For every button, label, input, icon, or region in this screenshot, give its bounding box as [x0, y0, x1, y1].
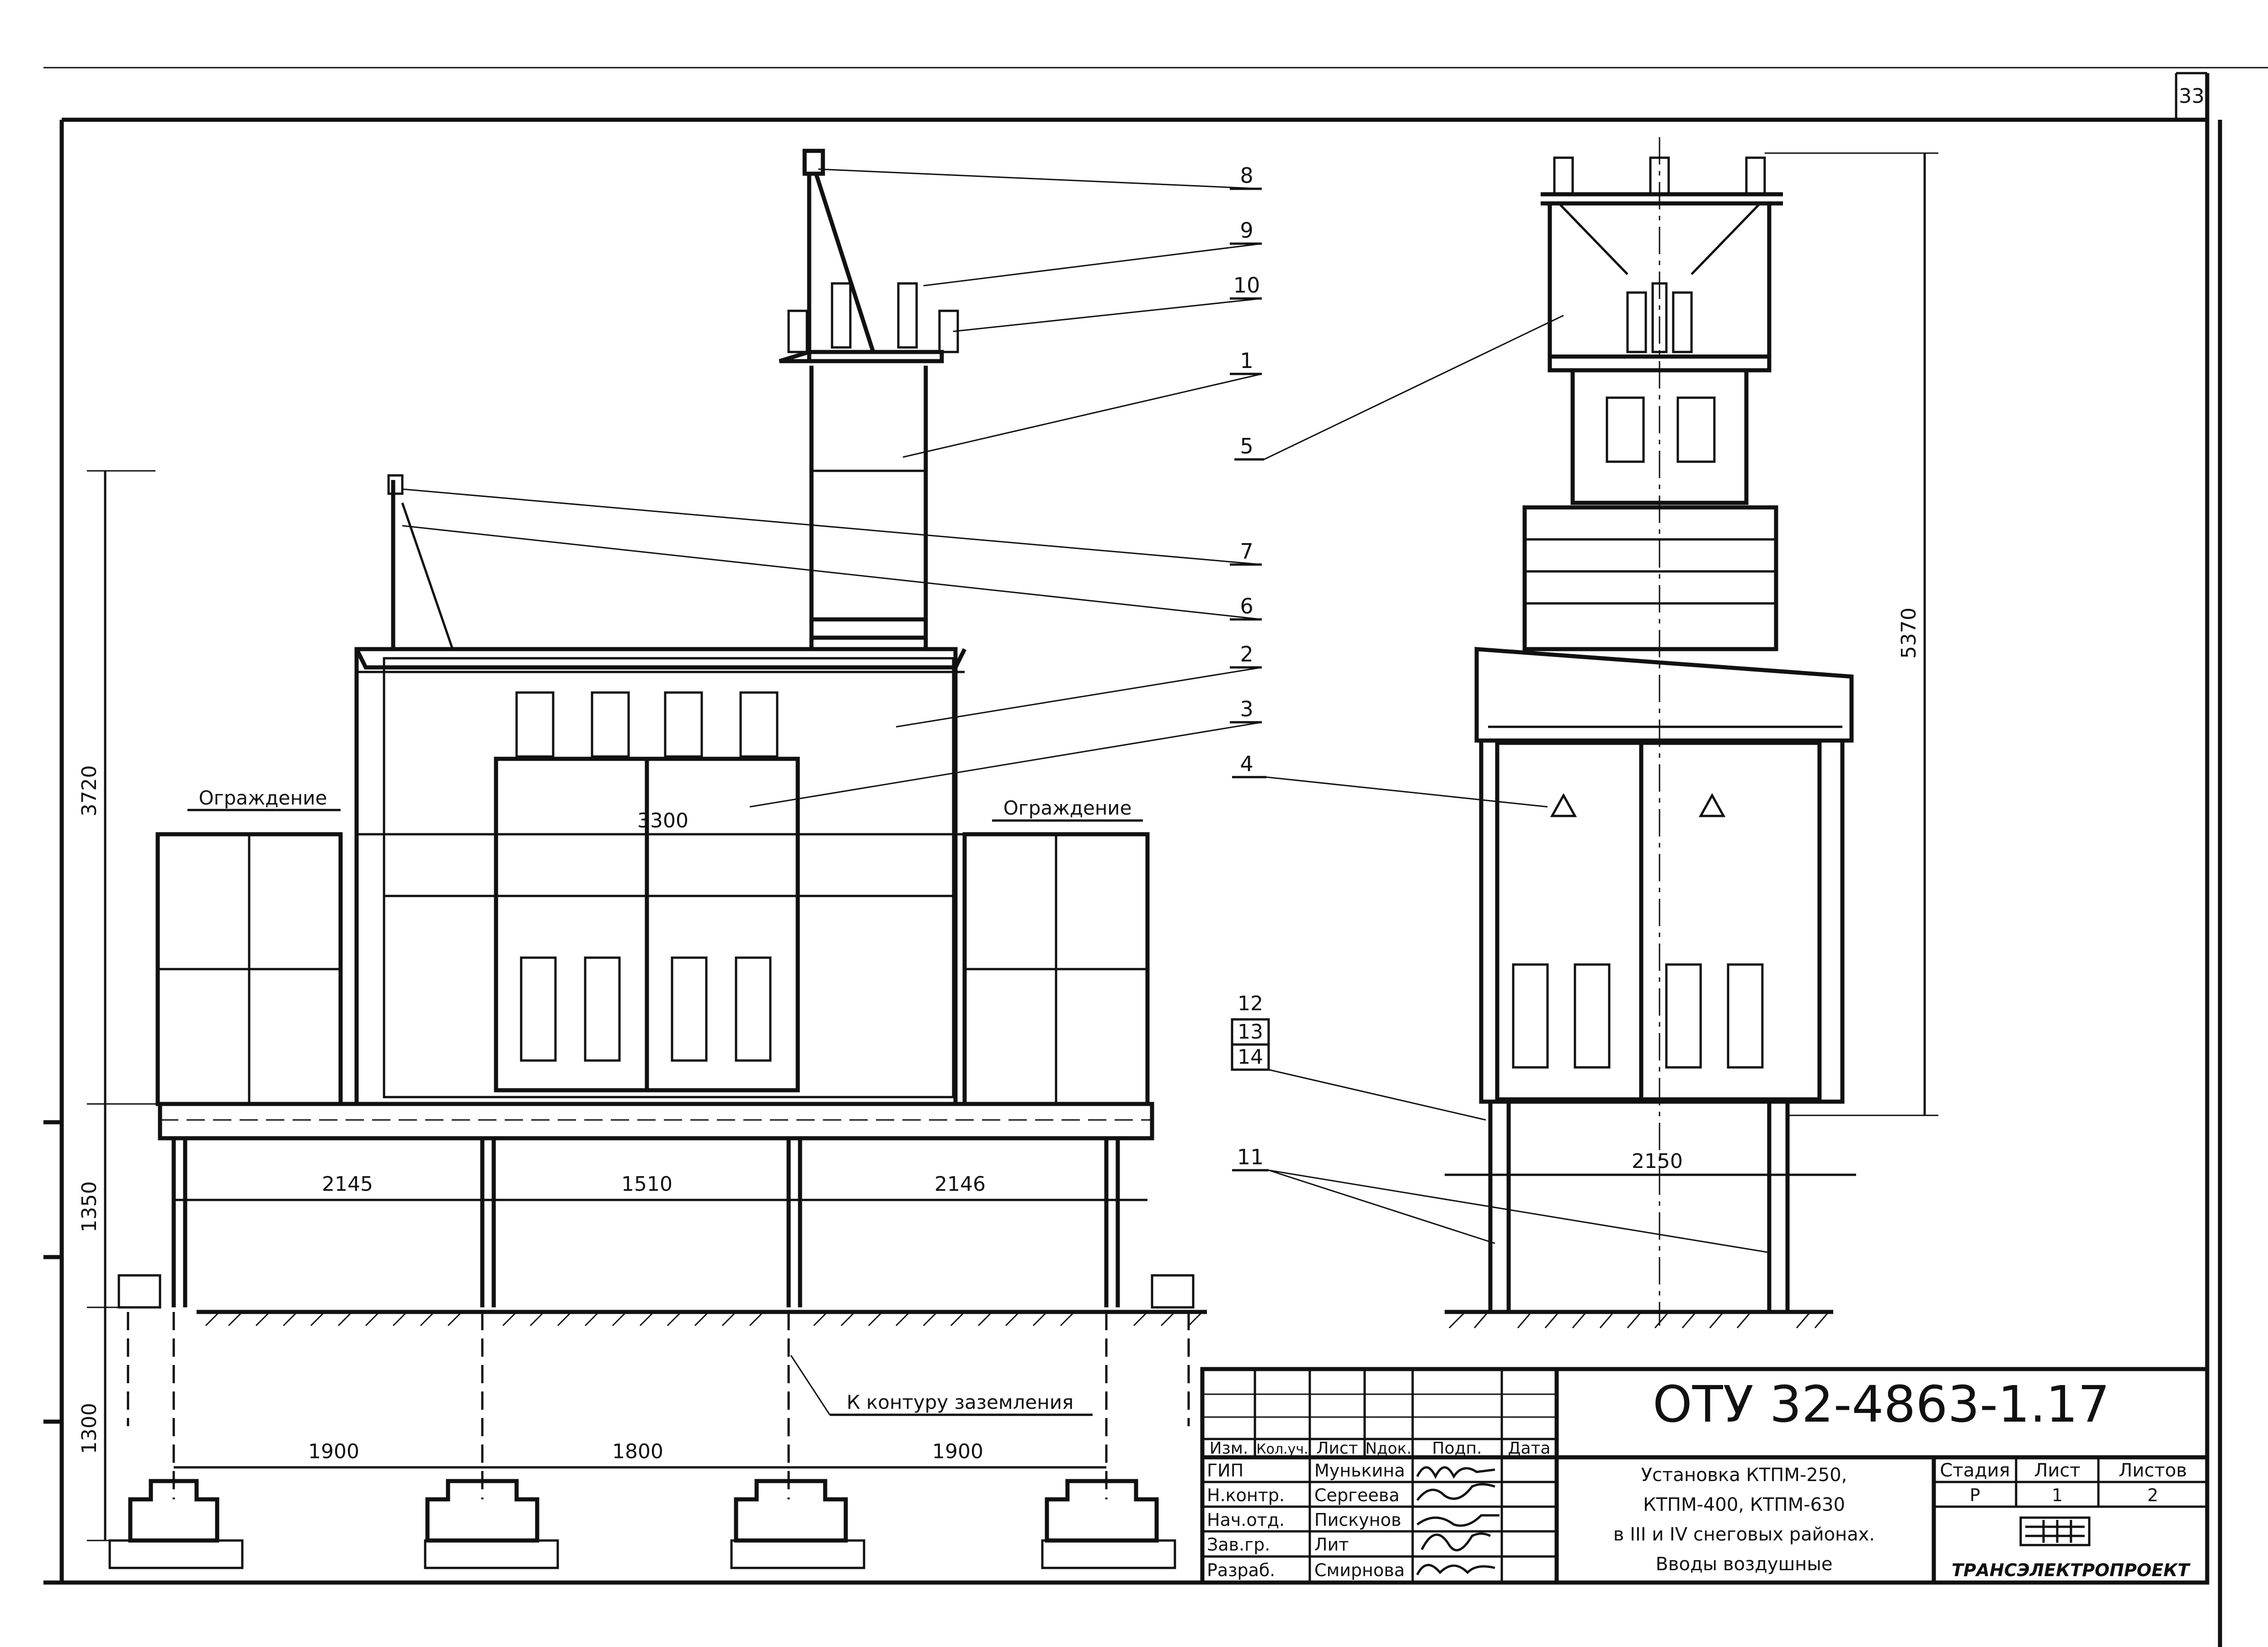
sheet-header: Лист — [2034, 1460, 2080, 1481]
header-list: Лист — [1316, 1439, 1358, 1458]
fence-label-left: Ограждение — [199, 787, 327, 809]
signatures — [1416, 1466, 1500, 1576]
text-labels: Ограждение Ограждение К контуру заземлен… — [199, 787, 1132, 1413]
sheets-header: Листов — [2119, 1460, 2187, 1481]
name-piskunov: Пискунов — [1314, 1510, 1401, 1530]
role-zavgr: Зав.гр. — [1207, 1535, 1270, 1555]
callout-9: 9 — [1240, 218, 1253, 243]
title-line-2: КТПМ-400, КТПМ-630 — [1643, 1494, 1845, 1515]
stage-value: Р — [1970, 1485, 1980, 1505]
side-elevation — [1445, 137, 1854, 1329]
dim-1900-right: 1900 — [932, 1440, 983, 1463]
dim-1510: 1510 — [621, 1173, 672, 1196]
dimension-lines — [43, 152, 1938, 1541]
dim-1300: 1300 — [78, 1403, 101, 1454]
dim-2150: 2150 — [1632, 1150, 1683, 1173]
header-izm: Изм. — [1210, 1439, 1249, 1458]
dim-5370: 5370 — [1897, 608, 1921, 659]
callout-1: 1 — [1240, 348, 1253, 373]
callout-5: 5 — [1240, 434, 1253, 458]
callout-2: 2 — [1240, 642, 1253, 666]
title-block — [1200, 1367, 2209, 1585]
role-nachotd: Нач.отд. — [1207, 1510, 1285, 1530]
fence-label-right: Ограждение — [1003, 797, 1132, 819]
name-lit: Лит — [1314, 1535, 1349, 1555]
title-line-1: Установка КТПМ-250, — [1641, 1465, 1847, 1486]
callout-4: 4 — [1240, 752, 1253, 776]
dim-3300: 3300 — [637, 809, 688, 832]
name-smirnova: Смирнова — [1314, 1560, 1405, 1580]
callout-numbers: 8 9 10 1 7 6 2 3 5 4 12 13 14 11 — [1233, 163, 1264, 1169]
dim-2145: 2145 — [322, 1173, 373, 1196]
dim-1900-left: 1900 — [308, 1440, 359, 1463]
title-line-4: Вводы воздушные — [1655, 1554, 1832, 1575]
callout-11: 11 — [1237, 1145, 1264, 1169]
callout-8: 8 — [1240, 163, 1253, 188]
dim-2146: 2146 — [934, 1173, 986, 1196]
callout-13: 13 — [1238, 1020, 1263, 1044]
title-line-3: в III и IV снеговых районах. — [1613, 1524, 1875, 1545]
header-ndok: Nдок. — [1365, 1439, 1411, 1458]
dim-1350: 1350 — [78, 1181, 101, 1232]
page-number: 33 — [2179, 85, 2204, 108]
name-sergeeva: Сергеева — [1314, 1485, 1399, 1505]
company-logo-icon — [2019, 1516, 2091, 1546]
front-elevation — [108, 149, 1207, 1569]
sheets-value: 2 — [2147, 1485, 2158, 1505]
dim-1800: 1800 — [612, 1440, 663, 1463]
header-podp: Подп. — [1432, 1439, 1482, 1458]
callout-7: 7 — [1240, 539, 1253, 564]
role-nkontr: Н.контр. — [1207, 1485, 1285, 1505]
sheet-value: 1 — [2052, 1485, 2063, 1505]
dimension-texts: 3720 1350 1300 3300 2145 1510 2146 1900 … — [78, 608, 1921, 1463]
header-kol: Кол.уч. — [1256, 1441, 1308, 1457]
role-razrab: Разраб. — [1207, 1560, 1275, 1580]
callout-14: 14 — [1238, 1045, 1263, 1069]
callout-12: 12 — [1238, 992, 1263, 1015]
grounding-label: К контуру заземления — [847, 1391, 1074, 1413]
callout-6: 6 — [1240, 594, 1253, 618]
stage-header: Стадия — [1940, 1460, 2010, 1481]
callout-3: 3 — [1240, 697, 1253, 721]
company-name: ТРАНСЭЛЕКТРОПРОЕКТ — [1952, 1560, 2191, 1580]
callout-10: 10 — [1233, 273, 1260, 298]
name-munkina: Мунькина — [1314, 1460, 1405, 1481]
document-code: ОТУ 32-4863-1.17 — [1653, 1375, 2110, 1434]
dim-3720: 3720 — [78, 765, 101, 816]
role-gip: ГИП — [1207, 1460, 1243, 1481]
header-data: Дата — [1508, 1439, 1550, 1458]
leader-lines — [187, 168, 1770, 1416]
